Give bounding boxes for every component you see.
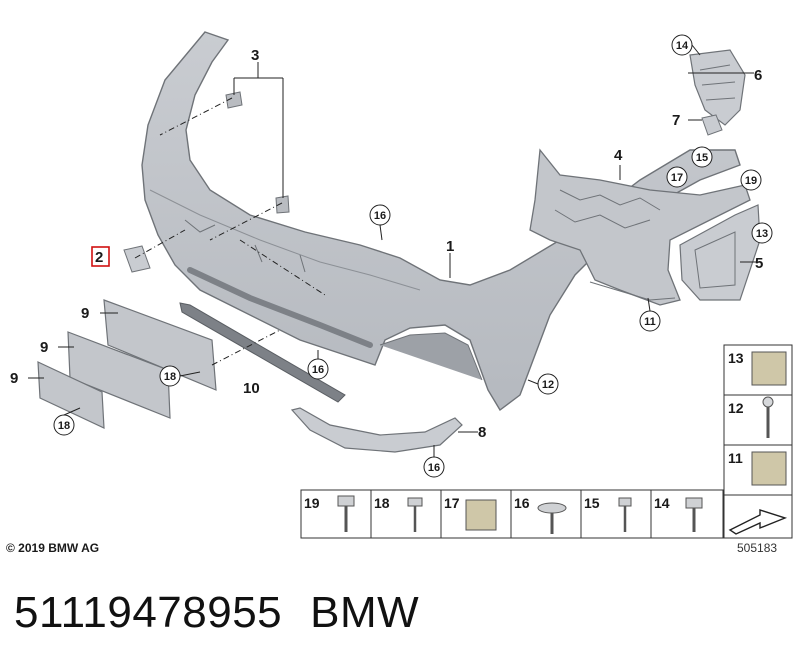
- callout-6: 6: [754, 67, 762, 84]
- legend-bottom-label-15: 15: [584, 495, 600, 511]
- callout-2: 2: [95, 249, 103, 266]
- legend-bottom: 19 18 17 16 15 14: [300, 489, 724, 539]
- legend-bottom-label-17: 17: [444, 495, 460, 511]
- leader-lines: [28, 62, 756, 433]
- legend-bottom-label-16: 16: [514, 495, 530, 511]
- callout-18-top: 18: [164, 371, 176, 383]
- callout-11: 11: [644, 316, 656, 328]
- clip-3-upper: [225, 91, 243, 109]
- legend-bottom-label-14: 14: [654, 495, 670, 511]
- cover-part-2: [123, 245, 151, 273]
- speed-nut-icon: [751, 351, 787, 386]
- screw-icon-18: [407, 497, 423, 507]
- expanding-rivet-icon: [762, 396, 774, 408]
- clip-icon-16: [537, 502, 567, 514]
- callout-2-highlight-box: [91, 246, 110, 267]
- callout-9-top: 9: [81, 305, 89, 322]
- copyright-text: © 2019 BMW AG: [6, 541, 100, 555]
- support-carrier: [529, 148, 751, 306]
- direction-arrow-icon: [723, 494, 793, 539]
- callout-16-bottom: 16: [428, 462, 440, 474]
- diagram-id: 505183: [737, 541, 778, 555]
- callout-8: 8: [478, 424, 486, 441]
- circled-callouts: [53, 34, 773, 478]
- bolt-icon-14: [685, 497, 703, 509]
- bracket-part-6: [689, 49, 746, 126]
- legend-right: 13 12 11: [723, 344, 793, 496]
- brand-name: BMW: [310, 588, 420, 637]
- callout-16-top: 16: [374, 210, 386, 222]
- nut-icon-17: [465, 499, 497, 531]
- callout-19: 19: [745, 175, 757, 187]
- footer-title: 51119478955 BMW: [14, 588, 447, 638]
- circle-leaders: [63, 44, 701, 457]
- callout-9-middle: 9: [40, 339, 48, 356]
- legend-right-label-11: 11: [728, 450, 743, 466]
- callout-18-bottom: 18: [58, 420, 70, 432]
- clip-3-lower: [275, 195, 290, 214]
- callout-16-middle: 16: [312, 364, 324, 376]
- callout-4: 4: [614, 147, 623, 164]
- assembly-lines: [134, 97, 326, 366]
- legend-right-label-12: 12: [728, 400, 744, 416]
- small-bracket-7: [701, 114, 723, 136]
- callout-12: 12: [542, 379, 554, 391]
- part-number: 51119478955: [14, 588, 283, 637]
- callout-14: 14: [676, 40, 689, 52]
- callout-7: 7: [672, 112, 680, 129]
- callout-5: 5: [755, 255, 763, 272]
- callout-10: 10: [243, 380, 260, 397]
- callout-9-bottom: 9: [10, 370, 18, 387]
- legend-right-label-13: 13: [728, 350, 744, 366]
- callout-13: 13: [756, 228, 768, 240]
- callout-1: 1: [446, 238, 454, 255]
- clip-nut-icon: [751, 451, 787, 486]
- callout-17: 17: [671, 172, 683, 184]
- screw-icon-15: [618, 497, 632, 507]
- license-plate-bases: [37, 299, 217, 429]
- callout-3: 3: [251, 47, 259, 64]
- legend-bottom-label-19: 19: [304, 495, 320, 511]
- callout-15: 15: [696, 152, 708, 164]
- bracket-part-5: [679, 204, 761, 301]
- strip-part-10: [179, 302, 346, 403]
- trim-part-8: [290, 407, 463, 453]
- bolt-icon-19: [337, 495, 355, 507]
- legend-bottom-label-18: 18: [374, 495, 390, 511]
